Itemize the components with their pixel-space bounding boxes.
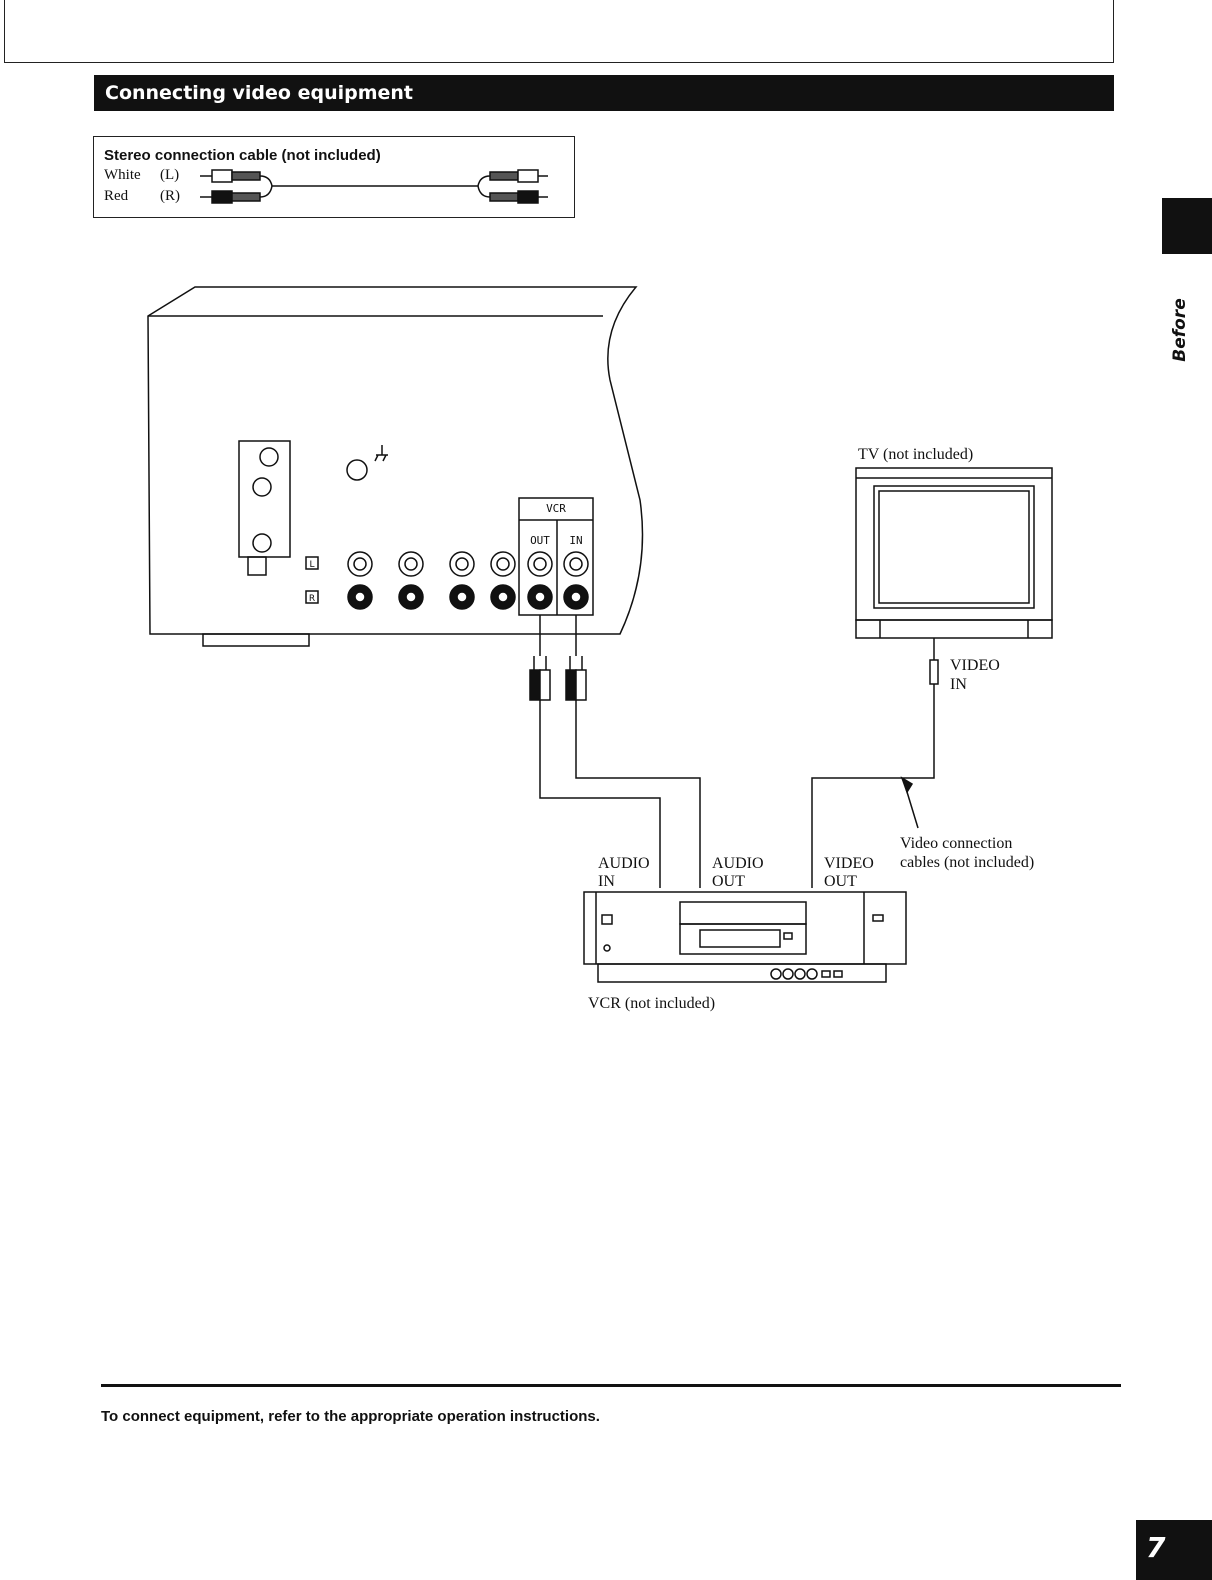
vcr-audio-out-label-1: AUDIO — [712, 855, 764, 872]
vcr-audio-out-label-2: OUT — [712, 873, 745, 890]
vcr-in-label: IN — [569, 534, 582, 547]
vcr-video-out-label-1: VIDEO — [824, 855, 874, 872]
video-cables-note-line1: Video connection — [900, 835, 1012, 852]
vcr-out-label: OUT — [530, 534, 550, 547]
tv-illustration — [856, 468, 1052, 638]
vcr-label: VCR (not included) — [588, 995, 715, 1012]
left-channel-marker: L — [309, 560, 314, 570]
audio-cables — [530, 615, 700, 888]
vcr-audio-in-label-2: IN — [598, 873, 615, 890]
stereo-cable-illustration — [200, 170, 548, 203]
page-number: 7 — [1136, 1520, 1212, 1580]
tv-label: TV (not included) — [858, 446, 973, 463]
vcr-illustration — [584, 892, 906, 982]
footer-rule — [101, 1384, 1121, 1387]
vcr-audio-in-label-1: AUDIO — [598, 855, 650, 872]
tv-video-in-label-2: IN — [950, 676, 967, 693]
vcr-panel-label: VCR — [546, 502, 566, 515]
footer-note: To connect equipment, refer to the appro… — [101, 1408, 600, 1425]
main-unit-rear-panel — [148, 287, 643, 646]
vcr-video-out-label-2: OUT — [824, 873, 857, 890]
tv-video-in-label-1: VIDEO — [950, 657, 1000, 674]
right-channel-marker: R — [309, 594, 315, 604]
video-cables-note-line2: cables (not included) — [900, 854, 1034, 871]
